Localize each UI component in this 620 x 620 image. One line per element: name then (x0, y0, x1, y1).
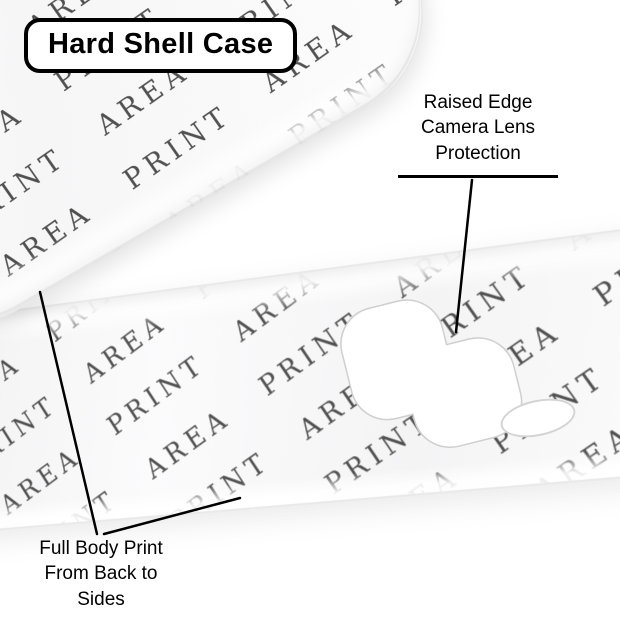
camera-cutout (340, 299, 523, 449)
camera-annotation-label: Raised Edge Camera Lens Protection (398, 90, 558, 178)
full-body-annotation-label: Full Body Print From Back to Sides (39, 538, 163, 610)
title-text: Hard Shell Case (48, 28, 274, 60)
title-badge: Hard Shell Case (24, 18, 298, 73)
